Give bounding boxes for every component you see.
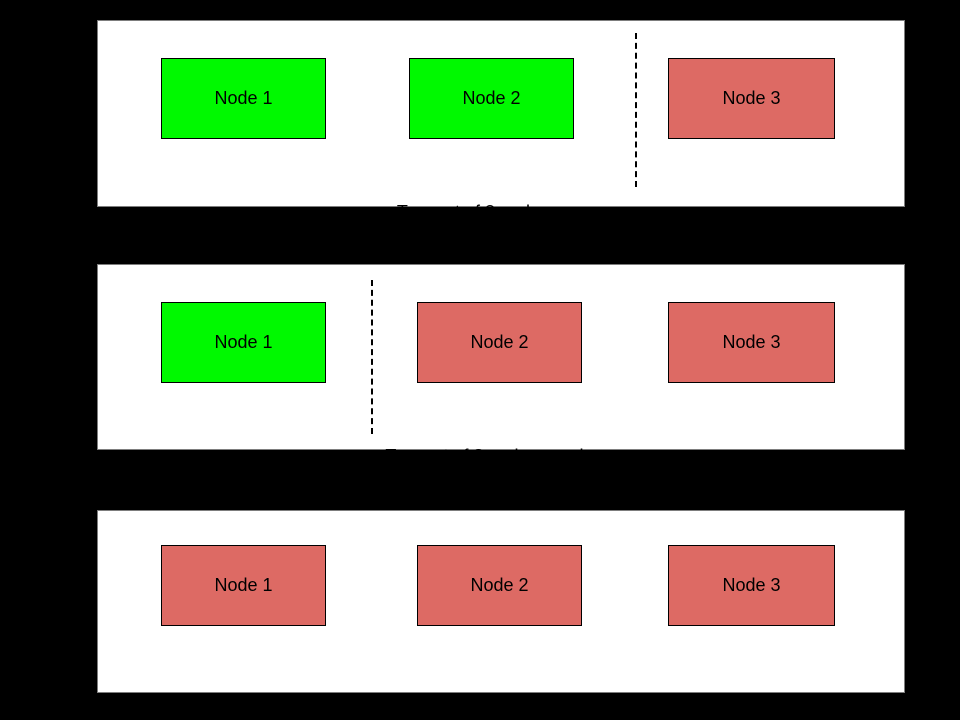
node-box-2: Node 2 xyxy=(409,58,574,139)
caption-line-1: All Nodes are down xyxy=(422,692,580,712)
scenario-panel-all-down: Node 1 Node 2 Node 3 All Nodes are down … xyxy=(97,510,905,712)
node-box-1: Node 1 xyxy=(161,545,326,626)
node-label: Node 3 xyxy=(722,332,781,352)
node-box-2: Node 2 xyxy=(417,302,582,383)
node-label: Node 3 xyxy=(722,575,781,595)
node-box-3: Node 3 xyxy=(668,302,835,383)
node-label: Node 3 xyxy=(722,88,781,108)
node-box-1: Node 1 xyxy=(161,58,326,139)
node-label: Node 2 xyxy=(470,332,529,352)
node-box-3: Node 3 xyxy=(668,58,835,139)
node-box-3: Node 3 xyxy=(668,545,835,626)
scenario-panel-two-up: Node 1 Node 2 Node 3 Two out of 3 nodes … xyxy=(97,20,905,288)
partition-divider-line xyxy=(635,33,637,187)
node-label: Node 2 xyxy=(470,575,529,595)
node-box-1: Node 1 xyxy=(161,302,326,383)
scenario-caption: All Nodes are down Majority Fails & Clus… xyxy=(98,647,904,720)
partition-divider-line xyxy=(371,280,373,434)
node-label: Node 1 xyxy=(214,88,273,108)
node-label: Node 1 xyxy=(214,575,273,595)
scenario-panel-two-down: Node 1 Node 2 Node 3 Two out of 3 nodes … xyxy=(97,264,905,532)
caption-line-1: Two out of 3 nodes are up xyxy=(396,202,606,222)
caption-line-1: Two out of 3 nodes are down xyxy=(385,446,617,466)
node-label: Node 1 xyxy=(214,332,273,352)
node-box-2: Node 2 xyxy=(417,545,582,626)
node-label: Node 2 xyxy=(462,88,521,108)
